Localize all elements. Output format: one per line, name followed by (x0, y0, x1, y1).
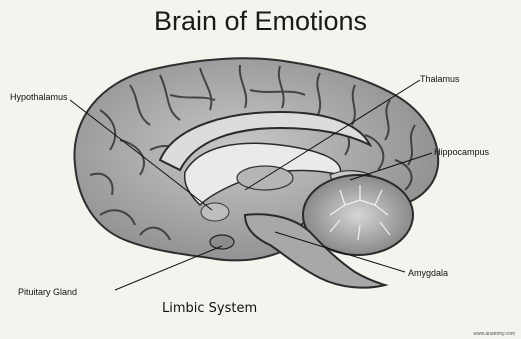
label-amygdala: Amygdala (408, 268, 448, 278)
label-thalamus: Thalamus (420, 74, 460, 84)
diagram-caption: Limbic System (162, 301, 257, 316)
image-credit: www.anatomy.com (473, 331, 515, 337)
pituitary-gland (210, 235, 234, 249)
label-hippocampus: Hippocampus (434, 147, 489, 157)
label-hypothalamus: Hypothalamus (10, 92, 68, 102)
label-pituitary-gland: Pituitary Gland (18, 287, 77, 297)
hypothalamus (201, 203, 229, 221)
